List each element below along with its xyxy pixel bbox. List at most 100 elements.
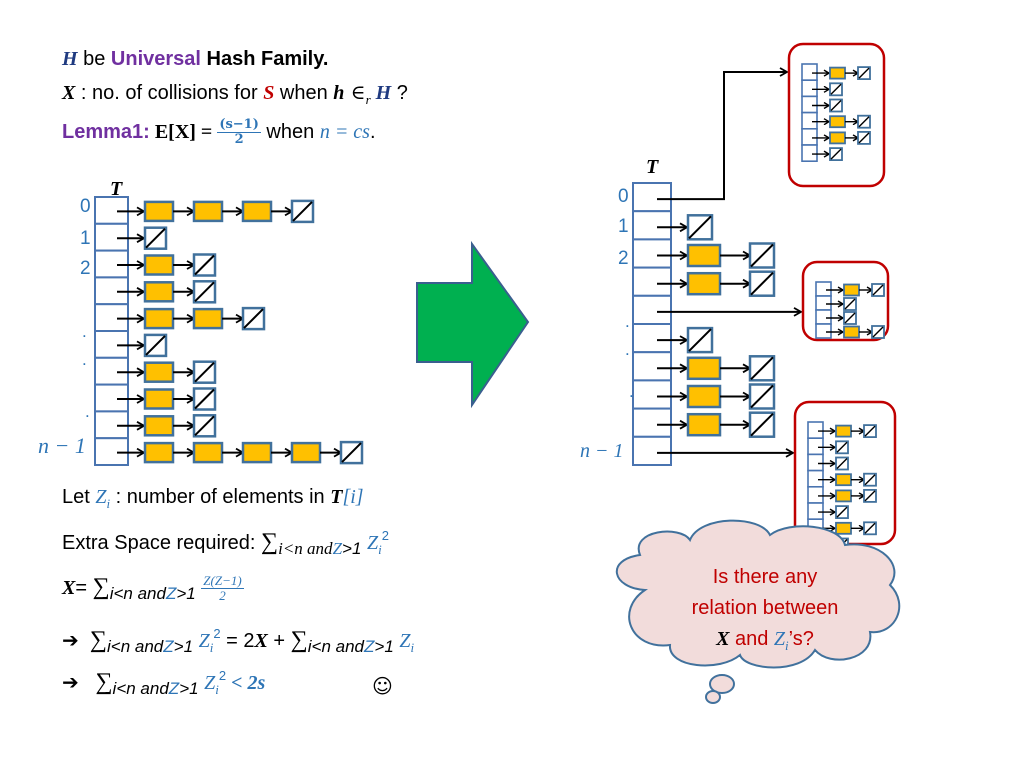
family-symbol: H xyxy=(62,48,78,70)
right-index-dot-1: . xyxy=(625,312,630,331)
implies-arrow-icon: ➔ xyxy=(62,630,79,652)
s-symbol: S xyxy=(263,82,275,104)
null-slash xyxy=(341,442,362,463)
left-index-1: 1 xyxy=(80,228,91,249)
i-subscript: i xyxy=(410,640,415,655)
null-slash xyxy=(194,388,215,410)
list-node xyxy=(241,200,273,223)
x-symbol: X xyxy=(62,82,76,104)
in-symbol: ∈ xyxy=(344,80,366,104)
null-slash xyxy=(830,83,842,95)
list-node xyxy=(835,489,852,503)
list-node xyxy=(143,361,175,383)
extra-space-label: Extra Space required: xyxy=(62,532,261,554)
let-rest-text: : number of elements in xyxy=(110,486,331,508)
null-slash xyxy=(194,254,215,276)
list-node xyxy=(835,424,852,438)
thought-cloud xyxy=(616,519,901,704)
implies-arrow-icon: ➔ xyxy=(62,672,79,694)
null-slash xyxy=(864,474,876,486)
null-slash xyxy=(864,522,876,534)
lemma-line: Lemma1: E[X] = (s−1)2 when n = cs. xyxy=(62,118,376,147)
z-symbol: Z xyxy=(399,630,411,652)
square-exponent: 2 xyxy=(218,668,227,683)
null-slash xyxy=(830,99,842,112)
title-be: be xyxy=(77,48,111,70)
list-node xyxy=(192,200,224,223)
left-index-0: 0 xyxy=(80,196,91,217)
extra-space-line: Extra Space required: ∑i<n andZ>1 Zi2 xyxy=(62,528,389,559)
list-node xyxy=(143,388,175,410)
null-slash xyxy=(243,308,264,329)
table-slot xyxy=(94,356,129,386)
table-slot xyxy=(632,435,672,466)
table-slot xyxy=(632,407,672,438)
null-slash xyxy=(872,284,884,296)
sum-gt-1: >1 xyxy=(179,679,199,698)
table-slot xyxy=(632,266,672,297)
list-node xyxy=(686,271,722,296)
x-definition-line: X= ∑i<n andZ>1 Z(Z−1)2 xyxy=(62,574,244,604)
sum-z: Z xyxy=(163,637,174,656)
table-slot xyxy=(807,421,824,440)
table-slot xyxy=(801,111,818,130)
plus: + xyxy=(267,630,291,652)
list-node xyxy=(143,415,175,437)
sum-z: Z xyxy=(364,637,375,656)
let-text: Let xyxy=(62,486,96,508)
implies-line-1: ➔ ∑i<n andZ>1 Zi2 = 2X + ∑i<n andZ>1 Zi xyxy=(62,626,414,657)
sum-index: i<n andZ>1 xyxy=(113,679,199,698)
sum-condition: i<n and xyxy=(278,539,333,558)
null-slash xyxy=(844,298,856,310)
fraction-numerator: (s−1) xyxy=(217,117,261,133)
cloud-line-2: relation between xyxy=(691,597,839,619)
collisions-line: X : no. of collisions for S when h ∈r H … xyxy=(62,80,408,108)
cloud-line-1: Is there any xyxy=(712,566,818,588)
list-node xyxy=(686,243,722,268)
question-mark: ? xyxy=(391,82,408,104)
list-node xyxy=(143,281,175,303)
i-subscript: i xyxy=(785,638,789,653)
sum-index: i<n andZ>1 xyxy=(107,637,193,656)
less-than-2s: < 2s xyxy=(226,672,266,694)
null-slash xyxy=(145,227,166,249)
right-index-2: 2 xyxy=(618,248,629,269)
sum-index: i<n andZ>1 xyxy=(308,637,394,656)
sum-symbol: ∑ xyxy=(290,627,308,653)
null-slash xyxy=(858,132,870,144)
sum-index: i<n andZ>1 xyxy=(110,584,196,603)
table-slot xyxy=(801,79,818,98)
table-slot xyxy=(801,128,818,146)
z-symbol: Z xyxy=(366,532,379,554)
sum-z: Z xyxy=(168,679,180,698)
null-slash xyxy=(750,384,774,409)
null-slash xyxy=(688,215,712,240)
x-symbol: X xyxy=(62,577,76,599)
t-index: [i] xyxy=(342,486,364,508)
list-node xyxy=(143,307,175,330)
secondary-table xyxy=(793,400,897,553)
list-node xyxy=(843,325,860,339)
sum-condition: i<n and xyxy=(107,637,164,656)
x-symbol: X xyxy=(254,630,268,652)
t-symbol: T xyxy=(330,486,343,508)
title-universal: Universal xyxy=(110,48,201,70)
list-node xyxy=(686,356,722,381)
right-index-dot-2: . xyxy=(625,340,630,359)
table-slot xyxy=(815,309,832,325)
list-node xyxy=(192,307,224,330)
equals: = xyxy=(75,577,93,599)
left-table-title: T xyxy=(110,178,123,200)
right-table-title: T xyxy=(646,156,659,178)
table-slot xyxy=(632,238,672,269)
cloud-and: and xyxy=(729,628,774,650)
left-index-dot-2: . xyxy=(82,350,87,369)
list-node xyxy=(143,254,175,276)
thought-bubble-large xyxy=(709,674,735,694)
list-node xyxy=(241,441,273,464)
list-node xyxy=(290,441,322,464)
square-exponent: 2 xyxy=(381,528,389,543)
sum-condition: i<n and xyxy=(307,637,364,656)
null-slash xyxy=(872,326,884,338)
transform-arrow-icon xyxy=(416,240,530,409)
